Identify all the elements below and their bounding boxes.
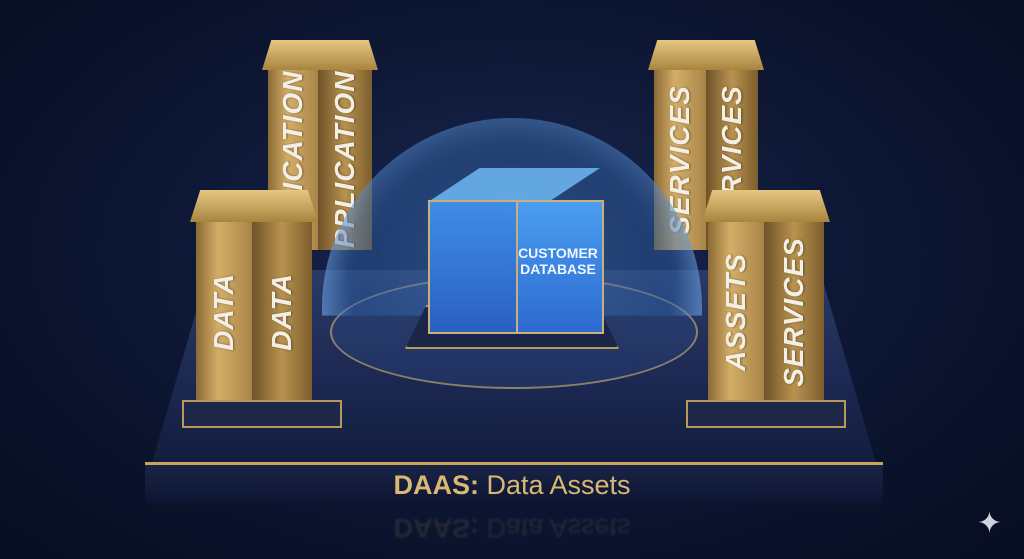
label-bold: DAAS: bbox=[393, 470, 479, 500]
cube-label-line2: DATABASE bbox=[520, 261, 596, 277]
cube-front bbox=[428, 200, 520, 334]
pillar-base bbox=[686, 400, 846, 428]
pillar-text: ASSETS bbox=[720, 252, 751, 372]
pillar-face: DATA bbox=[196, 222, 252, 402]
label-rest: Data Assets bbox=[486, 470, 631, 500]
pillar-cap bbox=[262, 40, 378, 70]
pillar-assets-services: ASSETS SERVICES bbox=[708, 222, 824, 402]
pillar-cap bbox=[190, 190, 318, 222]
pillar-face: DATA bbox=[252, 222, 312, 402]
pillar-cap bbox=[648, 40, 764, 70]
pillar-face: ASSETS bbox=[708, 222, 764, 402]
customer-database-cube bbox=[516, 200, 604, 334]
sparkle-icon: ✦ bbox=[976, 507, 1002, 540]
pillar-text: DATA bbox=[266, 273, 297, 351]
pillar-cap bbox=[702, 190, 830, 222]
pillar-data: DATA DATA bbox=[196, 222, 312, 402]
reflection-bold: DAAS: bbox=[393, 513, 479, 543]
reflection-rest: Data Assets bbox=[486, 513, 631, 543]
label-reflection: DAAS: Data Assets bbox=[0, 512, 1024, 543]
pillar-base bbox=[182, 400, 342, 428]
platform-label: DAAS: Data Assets bbox=[0, 470, 1024, 501]
cube-label-line1: CUSTOMER bbox=[518, 245, 598, 261]
pillar-face: SERVICES bbox=[764, 222, 824, 402]
platform-rim bbox=[145, 462, 883, 505]
pillar-text: SERVICES bbox=[778, 237, 809, 387]
pillar-text: DATA bbox=[208, 273, 239, 351]
